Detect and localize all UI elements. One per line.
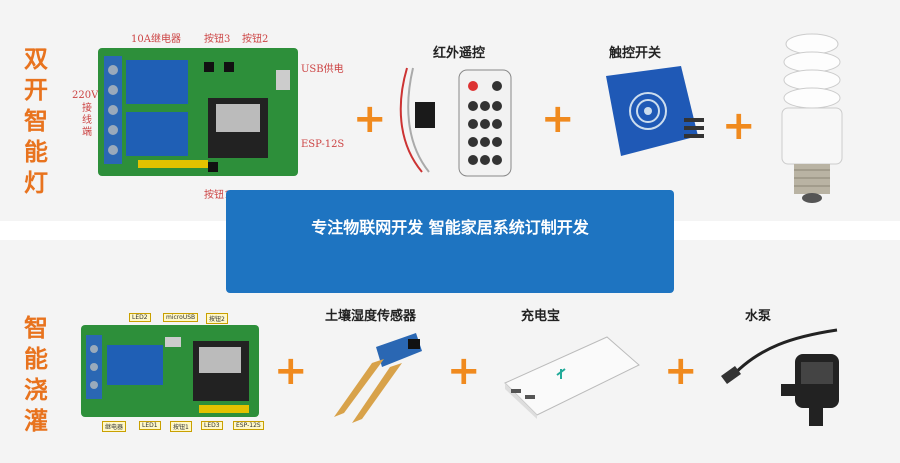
label-microusb: microUSB <box>163 313 199 322</box>
plus-sign: + <box>541 96 575 142</box>
smart-light-title: 双开智能灯 <box>24 45 48 197</box>
relay-board-1ch-image <box>81 325 259 417</box>
power-bank-caption: 充电宝 <box>521 309 561 324</box>
label-esp12s: ESP-12S <box>233 421 264 430</box>
cfl-bulb-image <box>781 33 843 203</box>
ir-remote-image <box>399 67 512 177</box>
promo-banner: 专注物联网开发 智能家居系统订制开发 <box>226 190 674 293</box>
label-220v: 220V <box>72 90 99 101</box>
label-10a-relay: 10A继电器 <box>131 34 181 45</box>
label-button2: 按钮2 <box>242 34 269 45</box>
label-terminal: 接线端 <box>82 103 92 138</box>
soil-sensor-caption: 土壤湿度传感器 <box>325 309 417 324</box>
label-led3: LED3 <box>201 421 223 430</box>
plus-sign: + <box>274 348 308 394</box>
ir-remote-caption: 红外遥控 <box>433 46 486 61</box>
power-bank-image <box>504 336 640 419</box>
smart-irrigation-title: 智能浇灌 <box>24 314 48 435</box>
water-pump-caption: 水泵 <box>745 309 772 324</box>
label-esp12s: ESP-12S <box>301 139 345 150</box>
label-led2: LED2 <box>129 313 151 322</box>
touch-switch-caption: 触控开关 <box>609 46 662 61</box>
label-usb-power: USB供电 <box>301 64 344 75</box>
label-button1: 按钮1 <box>170 421 192 432</box>
label-button2: 按钮2 <box>206 313 228 324</box>
label-button1: 按钮1 <box>204 190 231 201</box>
water-pump-image <box>721 328 839 426</box>
label-button3: 按钮3 <box>204 34 231 45</box>
label-relay: 继电器 <box>102 421 127 432</box>
plus-sign: + <box>664 348 698 394</box>
touch-switch-image <box>606 66 704 156</box>
soil-sensor-image <box>334 333 422 423</box>
relay-board-2ch-image <box>98 48 298 176</box>
banner-text: 专注物联网开发 智能家居系统订制开发 <box>311 218 589 237</box>
plus-sign: + <box>353 96 387 142</box>
plus-sign: + <box>722 103 756 149</box>
plus-sign: + <box>447 348 481 394</box>
label-led1: LED1 <box>139 421 161 430</box>
